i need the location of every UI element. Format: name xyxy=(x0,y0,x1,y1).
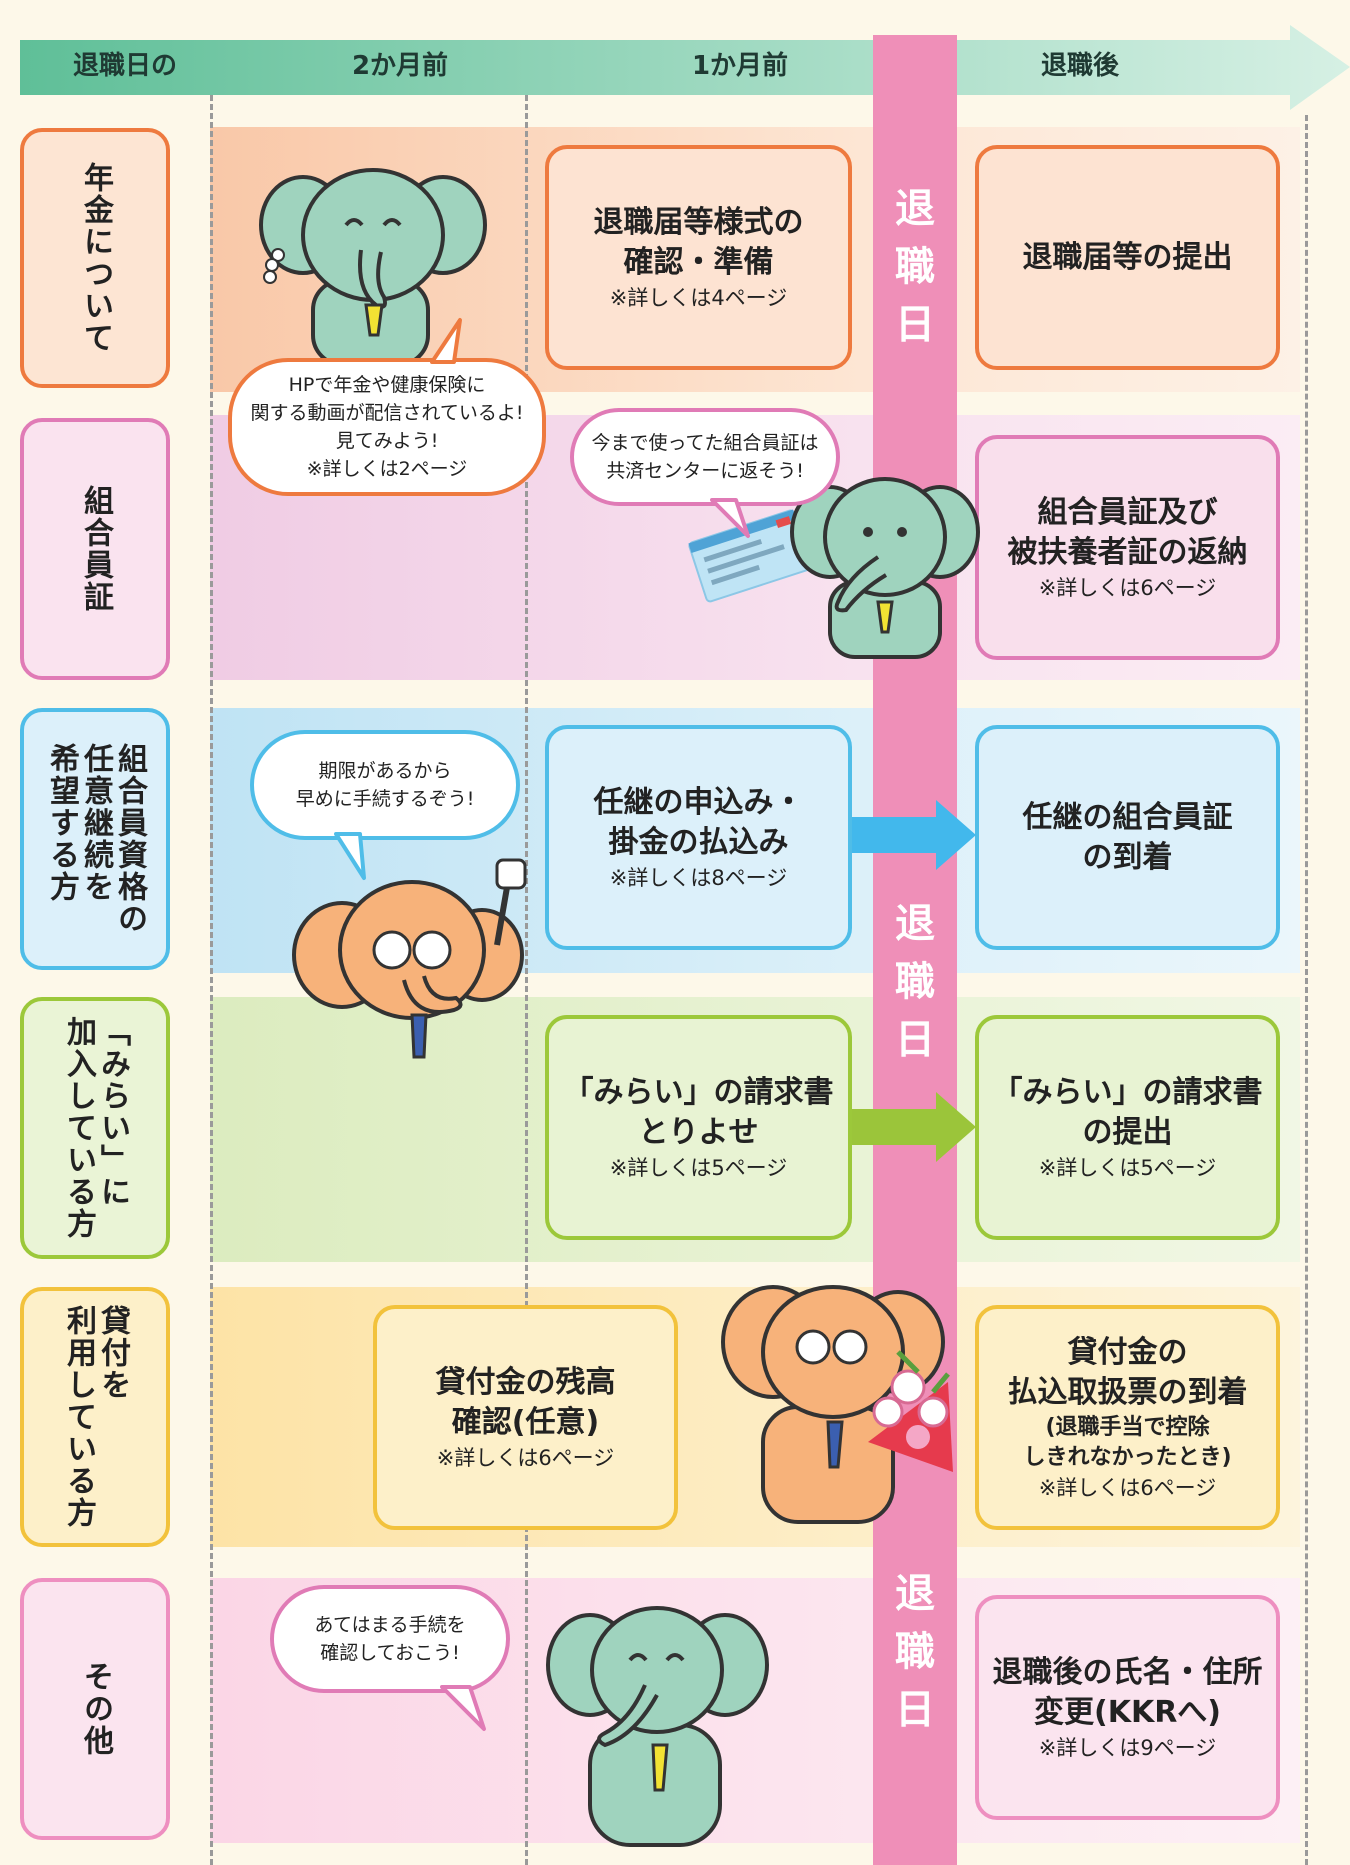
retirement-day-label-3: 退 職 日 xyxy=(895,1571,935,1733)
category-other: その他 xyxy=(20,1578,170,1840)
speech-bubble-tail-check xyxy=(440,1685,486,1731)
speech-bubble-card-return: 今まで使ってた組合員証は 共済センターに返そう! xyxy=(570,408,840,506)
category-voluntary-continuation: 組合員資格の 任意継続を 希望する方 xyxy=(20,708,170,970)
box-other-change: 退職後の氏名・住所 変更(KKRへ) ※詳しくは9ページ xyxy=(975,1595,1280,1820)
header-label-after-retirement: 退職後 xyxy=(1040,51,1119,81)
header-label-2-months-before: 2か月前 xyxy=(351,51,449,81)
speech-bubble-check: あてはまる手続を 確認しておこう! xyxy=(270,1585,510,1693)
elephant-character-green-card xyxy=(790,477,980,659)
speech-bubble-hp-video: HPで年金や健康保険に 関する動画が配信されているよ! 見てみよう! ※詳しくは… xyxy=(228,358,546,496)
elephant-character-green-standing xyxy=(546,1606,769,1847)
arrow-right-icon-voluntary xyxy=(852,800,976,870)
speech-bubble-deadline: 期限があるから 早めに手続するぞう! xyxy=(250,730,520,840)
header-label-1-month-before: 1か月前 xyxy=(691,51,789,81)
box-pension-prepare: 退職届等様式の 確認・準備 ※詳しくは4ページ xyxy=(545,145,852,370)
retirement-day-bar xyxy=(873,35,957,1865)
box-mirai-request: 「みらい」の請求書 とりよせ ※詳しくは5ページ xyxy=(545,1015,852,1240)
box-voluntary-card-arrival: 任継の組合員証 の到着 xyxy=(975,725,1280,950)
category-loan: 貸付を 利用している方 xyxy=(20,1287,170,1547)
box-pension-submit: 退職届等の提出 xyxy=(975,145,1280,370)
flower-bouquet-icon xyxy=(868,1350,953,1472)
box-voluntary-apply: 任継の申込み・ 掛金の払込み ※詳しくは8ページ xyxy=(545,725,852,950)
arrow-right-icon-mirai xyxy=(852,1092,976,1162)
elephant-character-orange-pointing xyxy=(292,858,527,1059)
category-mirai: 「みらい」に 加入している方 xyxy=(20,997,170,1259)
speech-bubble-tail-hp xyxy=(430,318,462,364)
elephant-character-orange-bouquet xyxy=(721,1285,953,1524)
divider-line-2 xyxy=(525,95,528,1865)
box-loan-balance: 貸付金の残高 確認(任意) ※詳しくは6ページ xyxy=(373,1305,678,1530)
speech-bubble-tail-deadline xyxy=(334,832,366,880)
elephant-character-green-thinking xyxy=(259,168,487,367)
retirement-day-label-2: 退 職 日 xyxy=(895,901,935,1063)
divider-line-1 xyxy=(210,95,213,1865)
category-member-card: 組合員証 xyxy=(20,418,170,680)
header-label-retirement-day: 退職日の xyxy=(72,51,177,81)
speech-bubble-tail-card xyxy=(710,498,750,538)
divider-line-3 xyxy=(1305,115,1308,1865)
retirement-day-label-1: 退 職 日 xyxy=(895,186,935,348)
category-pension: 年金について xyxy=(20,128,170,388)
box-mirai-submit: 「みらい」の請求書 の提出 ※詳しくは5ページ xyxy=(975,1015,1280,1240)
box-card-return: 組合員証及び 被扶養者証の返納 ※詳しくは6ページ xyxy=(975,435,1280,660)
box-loan-slip-arrival: 貸付金の 払込取扱票の到着 (退職手当で控除 しきれなかったとき) ※詳しくは6… xyxy=(975,1305,1280,1530)
timeline-header-arrow xyxy=(20,25,1350,110)
